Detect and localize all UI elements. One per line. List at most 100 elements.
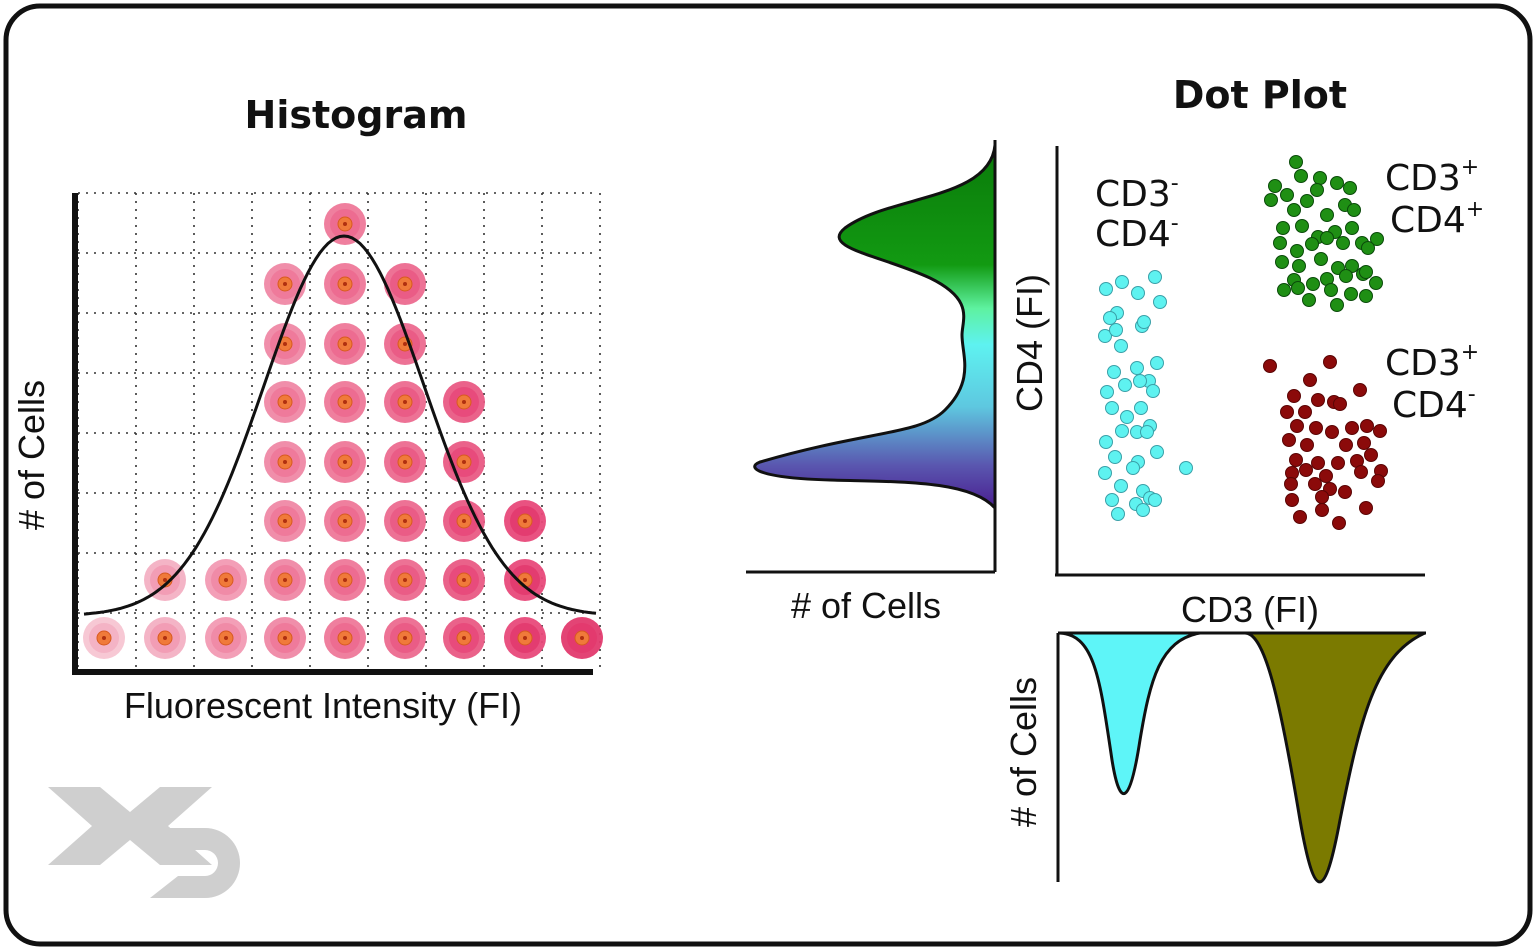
dot-plot-point [1290,244,1304,258]
dot-plot-y-label: CD4 (FI) [1009,274,1050,412]
dot-plot-point [1098,466,1112,480]
quadrant-label-top-left-line1: CD3- [1095,171,1179,215]
cell-marker [443,559,485,601]
cell-marker [384,617,426,659]
dot-plot-point [1295,219,1309,233]
quadrant-label-bottom-right-line2: CD4- [1392,382,1476,426]
dot-plot-point [1345,421,1359,435]
histogram-grid [77,192,601,668]
dot-plot-point [1323,355,1337,369]
cell-marker [384,263,426,305]
dot-plot-point [1302,293,1316,307]
dot-plot-point [1369,276,1383,290]
dot-plot-point [1303,373,1317,387]
dot-plot-point [1280,405,1294,419]
cell-marker [144,559,186,601]
dot-plot-point [1325,425,1339,439]
dot-plot-point [1131,286,1145,300]
dot-plot-point [1319,469,1333,483]
dot-plot-point [1320,231,1334,245]
dot-plot-point [1292,259,1306,273]
dot-plot-point [1273,236,1287,250]
dot-plot-x-label: CD3 (FI) [1181,589,1319,630]
dot-plot-point [1309,421,1323,435]
dot-plot-point [1153,295,1167,309]
dot-plot-point [1290,419,1304,433]
dot-plot-point [1109,323,1123,337]
dot-plot-point [1315,503,1329,517]
dot-plot-point [1343,181,1357,195]
cd4-histogram-fill [753,144,997,512]
cell-marker [324,323,366,365]
dot-plot-point [1357,436,1371,450]
dot-plot-point [1300,194,1314,208]
histogram-cells [83,203,603,659]
cd3-histogram-peak-negative [1057,631,1201,795]
quadrant-label-top-left-line2: CD4- [1095,211,1179,255]
dot-plot-point [1364,448,1378,462]
dot-plot-point [1330,176,1344,190]
cell-marker [384,441,426,483]
dot-plot-point [1148,270,1162,284]
dot-plot-point [1284,477,1298,491]
dot-plot-point [1107,365,1121,379]
dot-plot-point [1354,465,1368,479]
dot-plot-point [1108,450,1122,464]
histogram-y-label: # of Cells [11,380,52,530]
dot-plot-point [1134,401,1148,415]
cd3-histogram-y-label: # of Cells [1003,677,1044,827]
cell-marker [384,381,426,423]
histogram-bell-curve [83,234,597,616]
dot-plot-point [1371,474,1385,488]
dot-plot-title: Dot Plot [1173,73,1347,117]
cell-marker [384,500,426,542]
dot-plot-point [1308,477,1322,491]
dot-plot-point [1336,236,1350,250]
dot-plot-point [1314,252,1328,266]
dot-plot-point [1277,283,1291,297]
dot-plot-point [1099,282,1113,296]
dot-plot-point [1150,445,1164,459]
dot-plot-point [1287,203,1301,217]
dot-plot-point [1339,438,1353,452]
dot-plot-point [1114,339,1128,353]
dot-plot-point [1118,378,1132,392]
dot-plot-point [1148,493,1162,507]
dot-plot-point [1140,425,1154,439]
dot-plot-point [1276,221,1290,235]
dot-plot-point [1359,501,1373,515]
quadrant-label-top-right-line1: CD3+ [1385,155,1479,199]
dot-plot-point [1361,241,1375,255]
dot-plot-point [1359,289,1373,303]
xd-logo [48,787,240,898]
dot-plot-point [1150,356,1164,370]
dot-plot-point [1105,493,1119,507]
dot-plot-point [1360,419,1374,433]
dot-plot-point [1300,438,1314,452]
dot-plot-point [1370,232,1384,246]
quadrant-label-top-right-line2: CD4+ [1390,197,1484,241]
dot-cluster-cd3pos-cd4pos [1264,155,1384,312]
cd4-histogram-x-label: # of Cells [791,585,941,626]
dot-plot-point [1332,516,1346,530]
dot-plot-point [1338,485,1352,499]
cell-marker [264,500,306,542]
dot-plot-point [1289,155,1303,169]
dot-plot-point [1293,510,1307,524]
dot-plot-point [1115,275,1129,289]
cell-marker [504,500,546,542]
cell-marker [504,559,546,601]
cell-marker [443,441,485,483]
dot-plot-point [1282,433,1296,447]
dot-plot-point [1179,461,1193,475]
dot-plot-point [1146,384,1160,398]
cell-marker [324,500,366,542]
cell-marker [324,617,366,659]
cell-marker [144,617,186,659]
dot-plot-point [1353,383,1367,397]
dot-plot-point [1126,461,1140,475]
cell-marker [561,617,603,659]
dot-plot-point [1099,435,1113,449]
